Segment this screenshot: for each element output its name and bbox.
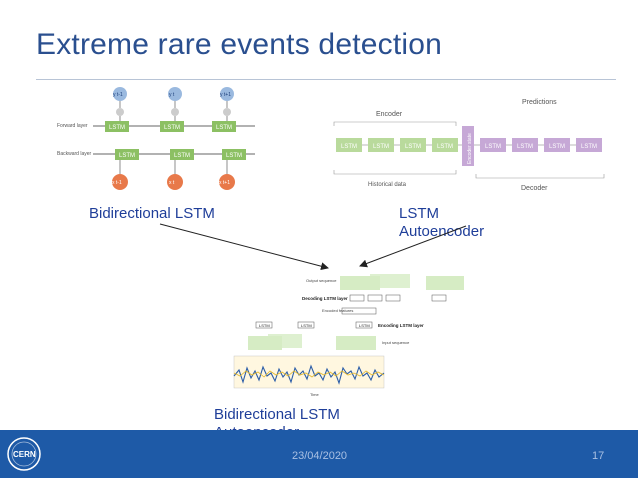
sigma-node	[171, 108, 179, 116]
autoencoder-diagram: Encoder Predictions LSTM LSTM LSTM LSTM …	[333, 99, 605, 192]
lstm-cell	[432, 138, 458, 152]
lstm-label: LSTM	[259, 323, 270, 328]
output-block	[370, 274, 410, 288]
output-block	[426, 276, 464, 290]
output-node	[168, 87, 182, 101]
sigma-node	[223, 108, 231, 116]
lstm-label: LSTM	[517, 144, 533, 150]
lstm-label: LSTM	[174, 153, 190, 159]
encoder-state-block	[462, 126, 474, 166]
forward-lstm-cell	[105, 121, 129, 132]
title-divider	[36, 79, 616, 80]
arrow-left	[159, 223, 329, 271]
bilstm-column-2: y t LSTM LSTM x t	[160, 87, 194, 190]
lstm-label: LSTM	[359, 323, 370, 328]
input-label: x t-1	[112, 180, 122, 186]
footer-bar: CERN 23/04/2020 17	[0, 430, 638, 478]
encoder-state-label: Encoder state	[467, 133, 473, 164]
lstm-label: LSTM	[341, 144, 357, 150]
input-node	[112, 174, 128, 190]
lstm-label: LSTM	[373, 144, 389, 150]
input-sequence-label: Input sequence	[382, 340, 410, 345]
page-number: 17	[592, 450, 605, 462]
lstm-cell	[512, 138, 538, 152]
lstm-label: LSTM	[405, 144, 421, 150]
backward-layer-label: Backward layer	[57, 151, 92, 157]
output-label: y t+1	[220, 92, 231, 98]
bilstm-column-1: y t-1 LSTM LSTM x t-1	[105, 87, 139, 190]
lstm-label: LSTM	[581, 144, 597, 150]
lstm-cell	[480, 138, 506, 152]
output-sequence-label: Output sequence	[306, 278, 337, 283]
time-axis-label: Time	[310, 392, 320, 397]
lstm-label: LSTM	[119, 153, 135, 159]
time-series-line	[233, 364, 385, 385]
logo-text: CERN	[13, 450, 36, 459]
lstm-label: LSTM	[226, 153, 242, 159]
time-series-line-secondary	[233, 370, 385, 378]
caption-bidirectional-lstm-bottom: Bidirectional LSTM	[214, 406, 340, 423]
lstm-label: LSTM	[216, 125, 232, 131]
sigma-node	[116, 108, 124, 116]
caption-lstm: LSTM	[399, 205, 440, 222]
input-node	[219, 174, 235, 190]
bilstm-column-3: y t+1 LSTM LSTM x t+1	[212, 87, 246, 190]
lstm-cell	[544, 138, 570, 152]
backward-lstm-cell	[222, 149, 246, 160]
input-node	[167, 174, 183, 190]
forward-layer-label: Forward layer	[57, 123, 88, 129]
encoder-label: Encoder	[376, 111, 403, 118]
forward-lstm-cell	[212, 121, 236, 132]
input-label: x t+1	[219, 180, 230, 186]
lstm-label: LSTM	[549, 144, 565, 150]
output-label: y t-1	[113, 92, 123, 98]
input-block	[268, 334, 302, 348]
forward-lstm-cell	[160, 121, 184, 132]
encoded-features-label: Encoded features	[322, 308, 353, 313]
lstm-cell	[336, 138, 362, 152]
output-node	[220, 87, 234, 101]
lstm-label: LSTM	[437, 144, 453, 150]
backward-lstm-cell	[115, 149, 139, 160]
lstm-label: LSTM	[164, 125, 180, 131]
lstm-label: LSTM	[485, 144, 501, 150]
bilstm-diagram: Forward layer Backward layer y t-1 LSTM …	[57, 87, 255, 190]
output-node	[113, 87, 127, 101]
input-block	[336, 336, 376, 350]
encoding-layer-label: Encoding LSTM layer	[378, 323, 424, 328]
decoder-label: Decoder	[521, 185, 548, 192]
lstm-cell	[368, 138, 394, 152]
caption-bidirectional-lstm: Bidirectional LSTM	[89, 205, 215, 222]
backward-lstm-cell	[170, 149, 194, 160]
predictions-label: Predictions	[522, 99, 557, 106]
lstm-cell	[576, 138, 602, 152]
decoding-layer-label: Decoding LSTM layer	[302, 296, 348, 301]
slide-title: Extreme rare events detection	[36, 28, 442, 61]
lstm-cell	[400, 138, 426, 152]
arrow-right	[359, 225, 467, 268]
bilstm-autoencoder-diagram: Output sequence Decoding LSTM layer Enco…	[206, 272, 468, 404]
output-label: y t	[169, 92, 175, 98]
input-label: x t	[169, 180, 175, 186]
slide-date: 23/04/2020	[292, 450, 348, 462]
cern-logo: CERN	[7, 437, 41, 471]
historical-data-label: Historical data	[368, 182, 407, 188]
lstm-label: LSTM	[301, 323, 312, 328]
lstm-label: LSTM	[109, 125, 125, 131]
